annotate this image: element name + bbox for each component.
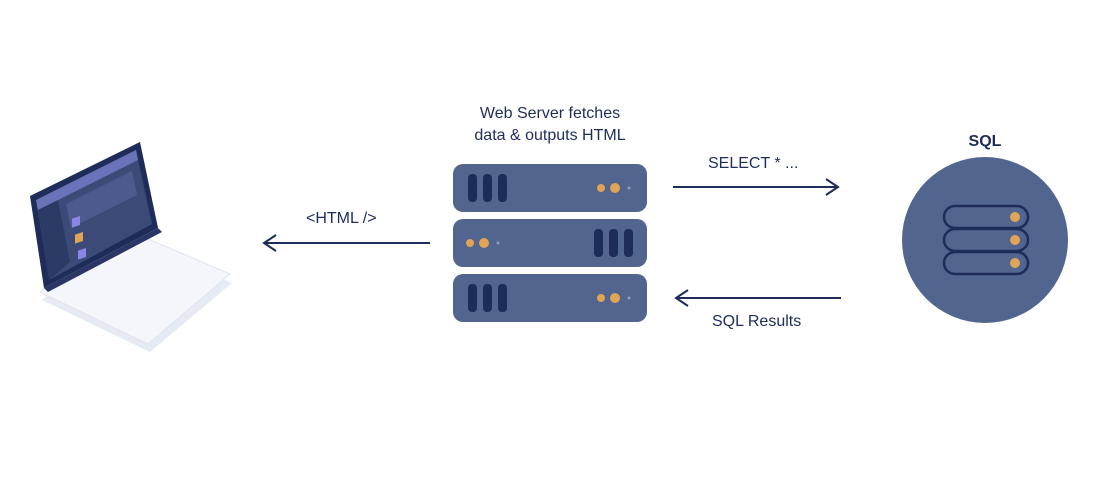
select-arrow [673,178,840,196]
html-arrow [262,234,430,252]
select-query-label: SELECT * ... [708,155,799,172]
database-title: SQL [968,133,1002,150]
server-caption: Web Server fetches data & outputs HTML [430,103,670,147]
html-output-label: <HTML /> [306,210,377,227]
server-stack-icon [453,164,647,322]
results-arrow [674,289,841,307]
sql-results-label: SQL Results [712,313,802,330]
server-caption-line2: data & outputs HTML [474,127,626,144]
database-icon [902,157,1068,323]
laptop-icon [30,142,232,352]
server-caption-line1: Web Server fetches [479,105,621,122]
